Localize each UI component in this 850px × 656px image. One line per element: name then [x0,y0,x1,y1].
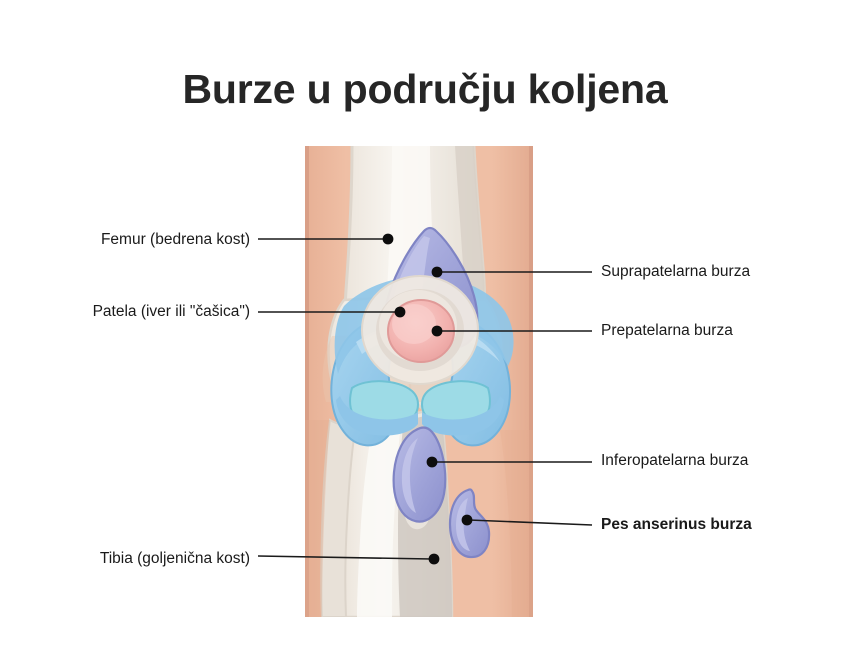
leader-tibia [257,555,433,560]
label-prepatelarna-burza: Prepatelarna burza [601,322,733,339]
label-femur: Femur (bedrena kost) [100,231,250,248]
menisci [336,380,504,436]
dot-prepatelarna [431,325,443,337]
skin-shading-right [500,430,533,617]
dot-pes [461,514,473,526]
dot-suprapatelarna [431,266,443,278]
leader-pes [468,519,593,526]
dot-inferopatelarna [426,456,438,468]
skin-shading-left [305,420,330,617]
label-pes-anserinus-burza: Pes anserinus burza [601,516,752,533]
page-title: Burze u području koljena [182,66,668,112]
dot-tibia [428,553,440,565]
label-suprapatelarna-burza: Suprapatelarna burza [601,263,751,280]
infrapatellar-bursa [392,426,447,523]
leader-dots [382,233,473,565]
label-tibia: Tibia (goljenična kost) [99,550,250,567]
label-patela: Patela (iver ili "čašica") [92,303,250,320]
leader-lines [257,238,593,560]
dot-patela [394,306,406,318]
label-inferopatelarna-burza: Inferopatelarna burza [601,452,749,469]
dot-femur [382,233,394,245]
